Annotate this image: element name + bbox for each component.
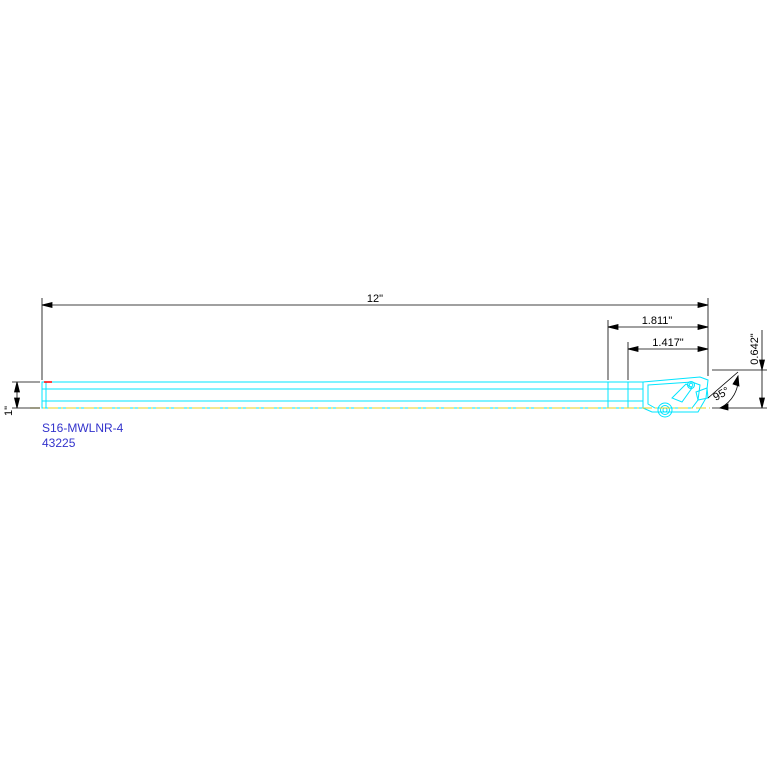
clamp-screw-inner <box>662 407 668 413</box>
angle-ref-line <box>707 371 739 399</box>
dim-12-label: 12" <box>367 293 383 305</box>
dim-1417-label: 1.417" <box>652 337 684 349</box>
dim-1417-arrow-right <box>697 345 709 353</box>
pin-outer <box>687 381 695 389</box>
dim-1811-label: 1.811" <box>642 315 673 327</box>
clamp-screw-outer <box>657 402 673 418</box>
clamp-lever <box>671 383 693 403</box>
dim-1417-arrow-left <box>627 345 639 353</box>
shank-outline <box>41 381 644 409</box>
pin-inner <box>688 382 694 388</box>
part-number-label: 43225 <box>42 436 76 450</box>
dimension-lines <box>12 298 767 411</box>
part-model-label: S16-MWLNR-4 <box>42 421 124 435</box>
angle-arrow-bottom <box>718 403 729 411</box>
dim-1811-arrow-left <box>607 323 619 331</box>
clamp-screw-middle <box>660 405 670 415</box>
tool-body <box>41 376 709 418</box>
dim-1-label: 1" <box>3 406 15 416</box>
dim-0642-label: 0.642" <box>749 333 761 365</box>
dim-1-arrow-top <box>13 381 21 393</box>
dim-0642-arrow-top <box>758 359 766 371</box>
dim-12-arrow-right <box>697 301 709 309</box>
dim-0642-arrow-bottom <box>758 397 766 409</box>
angle-label: 95° <box>711 385 731 404</box>
tool-head <box>642 376 709 413</box>
dim-12-arrow-left <box>41 301 53 309</box>
dim-1811-arrow-right <box>697 323 709 331</box>
dim-1-arrow-bottom <box>13 397 21 409</box>
angle-arrow-top <box>732 374 740 387</box>
